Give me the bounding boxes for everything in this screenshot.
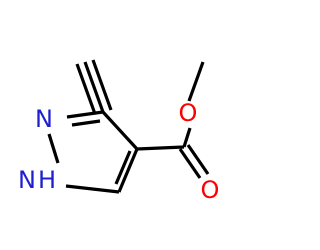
ester-double-bond-right <box>186 144 210 175</box>
ester-bond-c4-carbonyl <box>136 145 185 151</box>
ring-bond-n2-c3-outer <box>66 110 104 119</box>
ring-bond-c5-n1 <box>65 184 120 194</box>
ester-bond-o-methyl <box>187 61 205 102</box>
ester-carbonyl-oxygen-label: O <box>201 176 220 204</box>
ring-bond-c3-c4 <box>101 110 139 151</box>
molecule-structure: N N H O O <box>18 59 220 204</box>
pyrazole-h-label: H <box>38 166 56 194</box>
pyrazole-n1-label: N <box>18 166 36 194</box>
pyrazole-n2-label: N <box>35 105 53 133</box>
ring-bond-c4-c5-outer <box>117 148 139 193</box>
ring-bond-c4-c5-inner <box>114 150 132 185</box>
ester-double-bond-left <box>178 148 202 179</box>
ester-single-oxygen-label: O <box>179 99 198 127</box>
alkyne-triple-bond-right <box>91 59 113 111</box>
alkyne-triple-bond-center <box>83 61 105 113</box>
ring-bond-n2-c3-inner <box>71 119 101 127</box>
ester-bond-carbonyl-single-o <box>182 127 192 148</box>
molecule-canvas: N N H O O <box>18 59 220 204</box>
alkyne-triple-bond-left <box>75 63 97 115</box>
ring-bond-n1-n2 <box>47 133 60 164</box>
